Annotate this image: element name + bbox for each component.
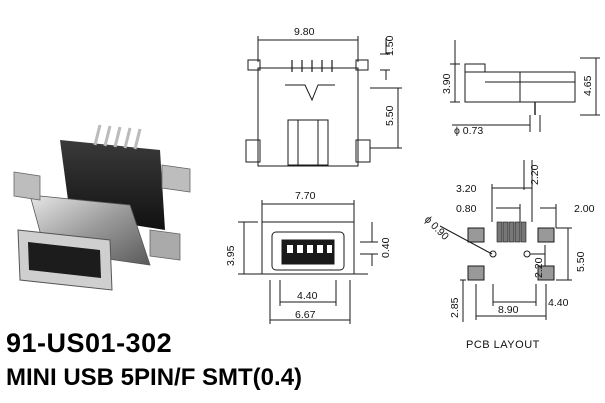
part-number: 91-US01-302: [6, 328, 173, 358]
pcb-row-height-label: 5.50: [575, 251, 587, 272]
pcb-pad-width-label: 2.00: [574, 203, 595, 215]
front-inner-label: 4.40: [297, 290, 318, 302]
pcb-row-gap-label: 2.20: [533, 257, 545, 278]
top-width-label: 9.80: [294, 26, 315, 38]
front-height-label: 3.95: [225, 245, 237, 266]
pcb-inner-width-label: 4.40: [548, 297, 569, 309]
side-view: [450, 40, 600, 132]
front-view: [238, 200, 378, 324]
top-view: [245, 36, 402, 167]
product-description: MINI USB 5PIN/F SMT(0.4): [6, 364, 303, 391]
pcb-pitch-label: 0.80: [456, 203, 477, 215]
pcb-offset-label: 2.85: [449, 297, 461, 318]
pcb-layout-caption: PCB LAYOUT: [466, 339, 540, 351]
top-tab-label: 1.50: [384, 35, 396, 56]
pcb-hole-label: ϕ 0.90: [422, 214, 451, 243]
side-pin-label: ϕ 0.73: [454, 125, 483, 137]
pcb-span-label: 3.20: [456, 183, 477, 195]
front-offset-label: 0.40: [380, 237, 392, 258]
front-width-label: 7.70: [295, 190, 316, 202]
top-height-label: 5.50: [384, 105, 396, 126]
front-outer-label: 6.67: [295, 309, 316, 321]
pcb-width-label: 8.90: [498, 304, 519, 316]
connector-photo: [13, 124, 191, 291]
pcb-gap-label: 2.20: [529, 164, 541, 185]
side-height-label: 3.90: [441, 73, 453, 94]
side-overall-label: 4.65: [582, 75, 594, 96]
pcb-layout: [439, 160, 572, 322]
